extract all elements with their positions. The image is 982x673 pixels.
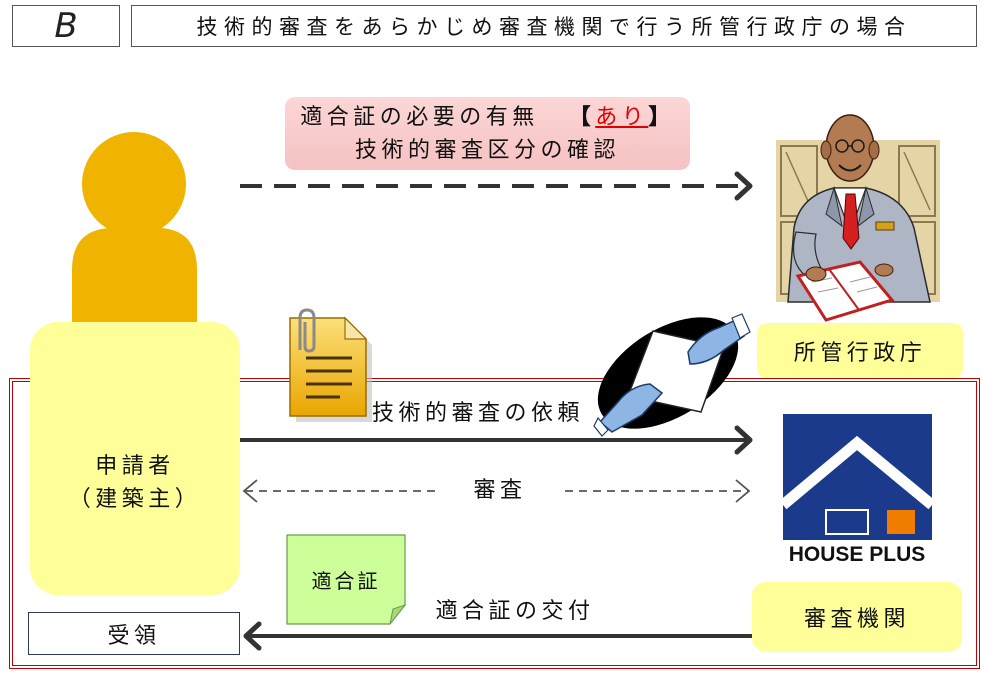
confirmation-arrow [240,171,753,201]
officer-illustration [776,114,940,322]
bracket-open: 【 [568,105,596,130]
review-body-label: 審査機関 [803,607,910,632]
review-body-box: 審査機関 [752,582,962,652]
section-letter: B [54,6,78,46]
person-icon [72,132,197,322]
review-label: 審査 [473,478,527,503]
certificate-note [286,534,407,625]
issue-label: 適合証の交付 [435,599,595,624]
handover-illustration [593,313,751,437]
issue-arrow [243,621,752,651]
authority-label: 所管行政庁 [793,340,927,366]
receipt-box: 受領 [28,612,240,655]
certificate-label-box: 適合証 [287,535,405,623]
request-arrow [240,425,753,455]
confirmation-answer: あり [595,105,649,130]
confirmation-question: 適合証の必要の有無 [300,105,539,130]
certificate-label: 適合証 [311,568,381,593]
request-label: 技術的審査の依頼 [372,401,585,426]
applicant-sublabel: （建築主） [68,487,202,512]
page-title: 技術的審査をあらかじめ審査機関で行う所管行政庁の場合 [196,15,912,39]
applicant-box: 申請者 （建築主） [30,322,240,595]
review-scope-frame [9,378,980,669]
section-letter-box: B [12,5,120,47]
bracket-close: 】 [648,105,675,130]
confirmation-box: 適合証の必要の有無 【あり】 技術的審査区分の確認 [285,97,690,170]
receipt-label: 受領 [107,623,161,649]
authority-box: 所管行政庁 [757,323,963,378]
document-icon [289,308,372,422]
logo-text: HOUSE PLUS [789,543,926,566]
review-arrow [242,479,751,503]
confirmation-line2: 技術的審査区分の確認 [354,138,620,163]
confirmation-line1: 適合証の必要の有無 【あり】 [285,103,690,133]
applicant-label: 申請者 [95,454,175,479]
house-plus-logo: HOUSE PLUS [779,414,936,566]
page-title-box: 技術的審査をあらかじめ審査機関で行う所管行政庁の場合 [131,5,977,47]
